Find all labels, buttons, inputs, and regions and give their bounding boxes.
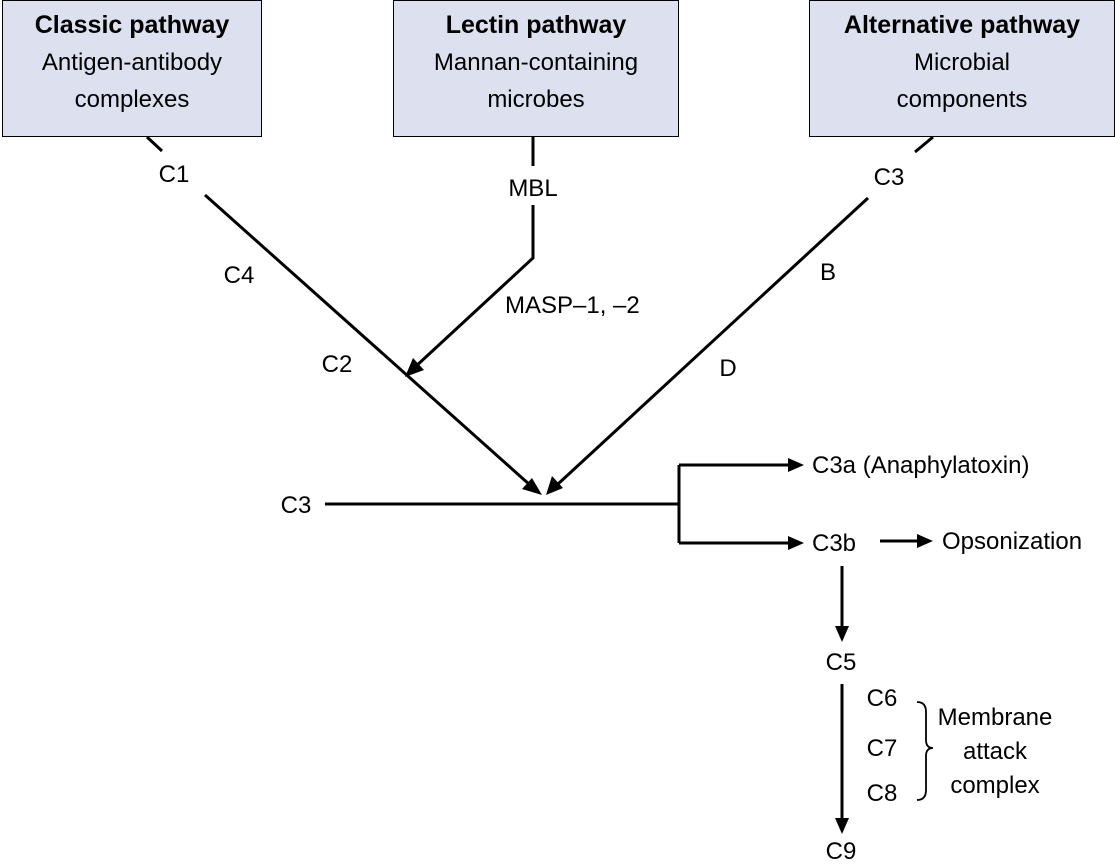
membrane-attack-complex-label: Membrane attack complex (938, 704, 1053, 799)
c3b-label: C3b (812, 530, 856, 557)
alternative-arrowhead (546, 476, 563, 495)
c9-label: C9 (826, 838, 857, 865)
membrane-attack-complex-line: Membrane (938, 704, 1053, 731)
c3-label: C3 (281, 492, 312, 519)
classic-pathway-title: Classic pathway (34, 11, 230, 39)
lectin-mbl-label: MBL (508, 175, 557, 202)
alternative-connector-top (914, 135, 934, 154)
classic-pathway-line (204, 193, 531, 487)
classic-pathway-box: Classic pathway Antigen-antibody complex… (2, 0, 262, 137)
classic-pathway-subtitle: Antigen-antibody complexes (41, 49, 223, 113)
lectin-pathway-box: Lectin pathway Mannan-containing microbe… (393, 0, 679, 137)
c6-label: C6 (867, 685, 898, 712)
lectin-masp-label: MASP–1, –2 (505, 292, 640, 319)
mac-brace (916, 701, 934, 801)
membrane-attack-complex-line: attack (963, 738, 1028, 765)
c3a-arrowhead (788, 458, 804, 472)
alternative-b-label: B (820, 259, 836, 286)
c3a-label: C3a (Anaphylatoxin) (812, 452, 1029, 479)
lectin-pathway-subtitle: Mannan-containing microbes (433, 49, 639, 113)
classic-c2-label: C2 (322, 351, 353, 378)
alternative-c3-label: C3 (874, 164, 905, 191)
membrane-attack-complex-line: complex (950, 772, 1039, 799)
c5-label: C5 (826, 649, 857, 676)
alternative-pathway-box: Alternative pathway Microbial components (809, 0, 1115, 137)
classic-arrowhead (522, 478, 542, 495)
c3b-arrowhead (788, 536, 804, 550)
lectin-pathway-line (412, 205, 535, 370)
c7-label: C7 (867, 735, 898, 762)
lectin-pathway-title: Lectin pathway (445, 11, 627, 39)
opsonization-arrowhead (917, 534, 933, 548)
c8-label: C8 (867, 780, 898, 807)
lectin-arrowhead (405, 358, 424, 377)
classic-connector-top (145, 135, 164, 153)
alternative-pathway-subtitle: Microbial components (896, 49, 1028, 113)
classic-c4-label: C4 (224, 262, 255, 289)
opsonization-label: Opsonization (942, 528, 1082, 555)
c5-arrowhead (835, 626, 849, 642)
alternative-pathway-line (556, 196, 870, 486)
classic-c1-label: C1 (159, 161, 190, 188)
c9-arrowhead (835, 818, 849, 834)
alternative-pathway-title: Alternative pathway (843, 11, 1081, 39)
alternative-d-label: D (719, 355, 736, 382)
